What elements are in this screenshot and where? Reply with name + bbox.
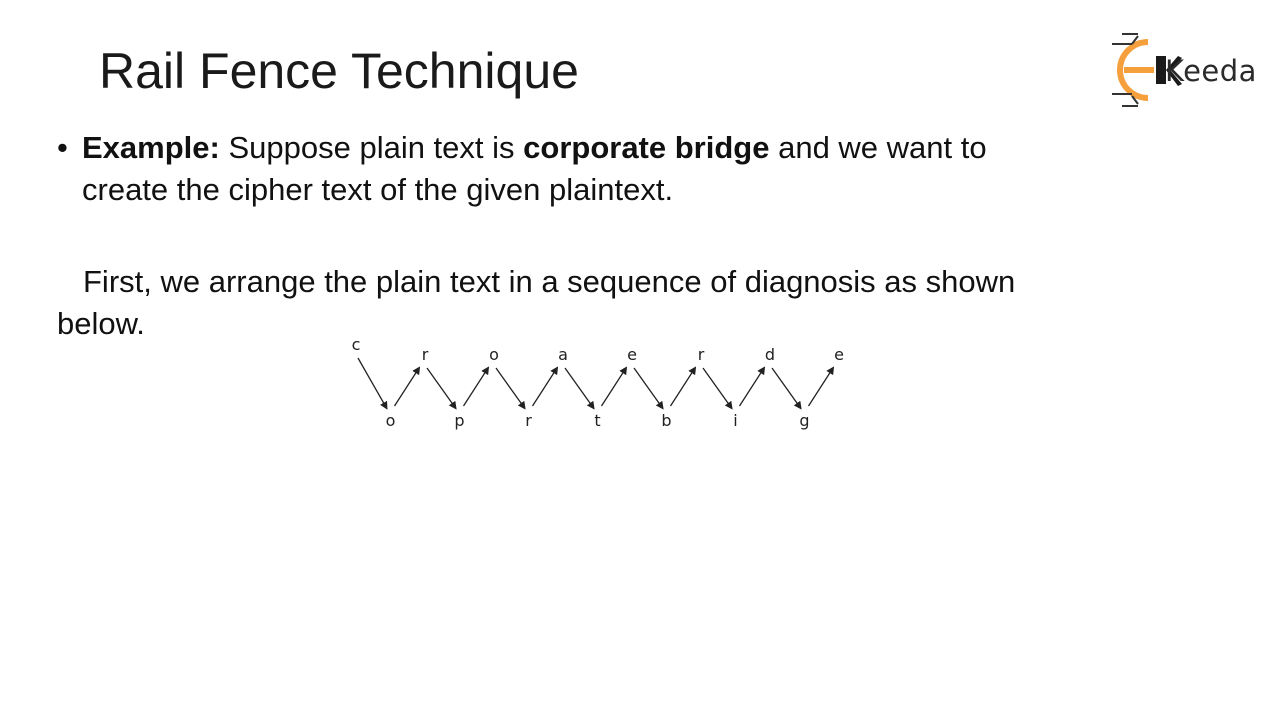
bullet-text-before: Suppose plain text is bbox=[219, 130, 524, 165]
diagram-letter-14: e bbox=[834, 345, 844, 364]
diagram-letter-0: c bbox=[352, 335, 361, 354]
diagram-arrow-1 bbox=[393, 366, 421, 407]
bullet-line-1: • Example: Suppose plain text is corpora… bbox=[57, 127, 1137, 169]
diagram-letter-1: o bbox=[386, 411, 396, 430]
diagram-arrow-13 bbox=[807, 366, 835, 407]
paragraph-line-2: below. bbox=[57, 306, 145, 341]
logo-text: Keeda bbox=[1165, 54, 1257, 88]
diagram-arrow-4 bbox=[495, 367, 526, 410]
diagram-letter-3: p bbox=[454, 411, 464, 430]
diagram-letter-2: r bbox=[422, 345, 429, 364]
ekeeda-logo-icon bbox=[1112, 33, 1182, 107]
diagram-letter-6: a bbox=[558, 345, 568, 364]
bullet-text: Example: Suppose plain text is corporate… bbox=[82, 127, 987, 169]
diagram-letter-9: b bbox=[661, 411, 671, 430]
ekeeda-logo bbox=[1108, 30, 1268, 110]
diagram-arrow-0 bbox=[357, 357, 388, 410]
diagram-letter-13: g bbox=[799, 411, 809, 430]
diagram-arrow-5 bbox=[531, 366, 559, 407]
diagram-arrow-2 bbox=[426, 367, 457, 410]
bullet-text-after: and we want to bbox=[769, 130, 987, 165]
diagram-letter-7: t bbox=[594, 411, 600, 430]
example-label: Example: bbox=[82, 130, 220, 165]
slide-title: Rail Fence Technique bbox=[99, 43, 579, 99]
bullet-icon: • bbox=[57, 130, 68, 165]
example-bullet: • Example: Suppose plain text is corpora… bbox=[57, 127, 1137, 211]
rail-fence-diagram: c o r p o r a t e b r i d g e bbox=[352, 335, 844, 430]
diagram-arrow-10 bbox=[702, 367, 733, 410]
diagram-letter-12: d bbox=[765, 345, 775, 364]
diagram-arrow-12 bbox=[771, 367, 802, 410]
diagram-letter-8: e bbox=[627, 345, 637, 364]
diagram-letter-4: o bbox=[489, 345, 499, 364]
diagram-arrow-8 bbox=[633, 367, 664, 410]
diagram-arrow-11 bbox=[738, 366, 766, 407]
plaintext-emphasis: corporate bridge bbox=[523, 130, 770, 165]
bullet-line-2: create the cipher text of the given plai… bbox=[57, 169, 1137, 211]
bullet-line-2-text: create the cipher text of the given plai… bbox=[82, 172, 674, 207]
diagram-letter-10: r bbox=[698, 345, 705, 364]
paragraph-line-1: First, we arrange the plain text in a se… bbox=[83, 264, 1016, 299]
diagram-arrow-7 bbox=[600, 366, 628, 407]
diagram-letter-5: r bbox=[525, 411, 532, 430]
diagram-arrow-6 bbox=[564, 367, 595, 410]
diagram-arrow-3 bbox=[462, 366, 490, 407]
arrangement-paragraph: First, we arrange the plain text in a se… bbox=[57, 261, 1157, 345]
diagram-letter-11: i bbox=[733, 411, 737, 430]
diagram-arrow-9 bbox=[669, 366, 697, 407]
